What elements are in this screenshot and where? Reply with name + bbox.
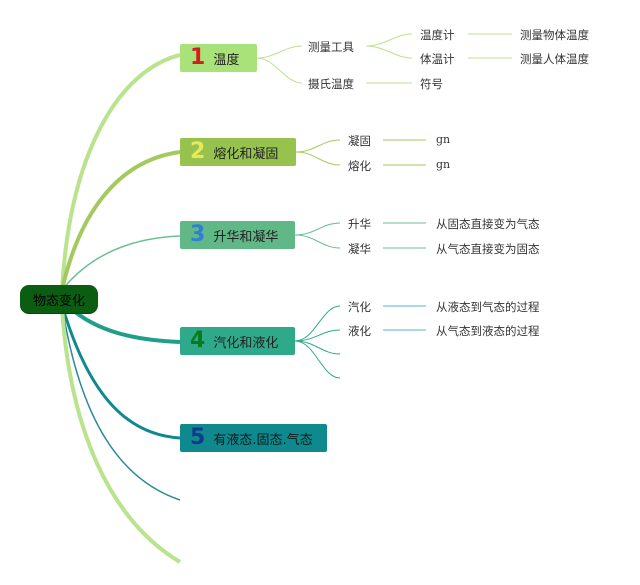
leaf-symbol[interactable]: 符号 (420, 77, 443, 91)
topic-label: 汽化和液化 (213, 335, 279, 351)
leaf-solidify-value[interactable]: gn (436, 133, 451, 146)
branch-line-2 (60, 150, 181, 291)
t2-sub-connector-a (295, 139, 341, 153)
t1-sub-connector-a (256, 45, 303, 59)
topic-label: 升华和凝华 (213, 229, 279, 245)
leaf-melt-value[interactable]: gn (436, 158, 451, 171)
t4-sub-connector-b (294, 329, 341, 342)
branch-line-extra-1 (61, 304, 181, 501)
branch-line-extra-2 (60, 307, 182, 564)
leaf-body-thermometer-use[interactable]: 测量人体温度 (520, 52, 589, 66)
leaf-melt[interactable]: 熔化 (348, 159, 371, 173)
leaf-body-thermometer[interactable]: 体温计 (420, 52, 455, 66)
t3-sub-connector-a (294, 222, 341, 236)
topic-number: 4 (190, 328, 206, 353)
leaf-celsius[interactable]: 摄氏温度 (308, 77, 354, 91)
t1-sub-connector-b (256, 57, 303, 84)
t2-sub-connector-b (295, 151, 341, 166)
t1-tool-connector-a (365, 33, 413, 47)
leaf-solidify[interactable]: 凝固 (348, 134, 371, 148)
t3-sub-connector-b (294, 234, 341, 249)
topic-label: 熔化和凝固 (213, 146, 279, 162)
leaf-vaporize-def[interactable]: 从液态到气态的过程 (436, 300, 540, 314)
t4-sub-connector-a (294, 305, 341, 342)
topic-number: 3 (190, 222, 206, 247)
leaf-sublimation-def[interactable]: 从固态直接变为气态 (436, 217, 540, 231)
leaf-deposition-def[interactable]: 从气态直接变为固态 (436, 242, 540, 256)
t4-sub-connector-d (294, 340, 341, 379)
t1-tool-connector-b (365, 45, 413, 59)
leaf-measure-tool[interactable]: 测量工具 (308, 40, 354, 54)
branch-line-5 (60, 304, 181, 440)
topic-node-sublimation-deposition[interactable]: 3 升华和凝华 (180, 221, 295, 249)
leaf-thermometer-use[interactable]: 测量物体温度 (520, 28, 589, 42)
leaf-liquefy[interactable]: 液化 (348, 324, 371, 338)
topic-node-states[interactable]: 5 有液态.固态.气态 (180, 424, 327, 452)
topic-node-vaporization-liquefaction[interactable]: 4 汽化和液化 (180, 327, 295, 355)
topic-label: 有液态.固态.气态 (213, 432, 313, 448)
branch-line-3 (61, 235, 181, 291)
leaf-deposition[interactable]: 凝华 (348, 242, 371, 256)
topic-node-melting-solidifying[interactable]: 2 熔化和凝固 (180, 138, 296, 166)
root-node[interactable]: 物态变化 (20, 285, 98, 313)
leaf-thermometer[interactable]: 温度计 (420, 28, 455, 42)
branch-line-1 (60, 53, 181, 291)
topic-number: 2 (190, 139, 206, 164)
root-label: 物态变化 (32, 293, 85, 309)
topic-node-temperature[interactable]: 1 温度 (180, 44, 257, 72)
leaf-liquefy-def[interactable]: 从气态到液态的过程 (436, 324, 540, 338)
topic-label: 温度 (213, 52, 240, 68)
leaf-sublimation[interactable]: 升华 (348, 217, 371, 231)
leaf-vaporize[interactable]: 汽化 (348, 300, 371, 314)
topic-number: 5 (190, 425, 206, 450)
topic-number: 1 (190, 45, 206, 70)
